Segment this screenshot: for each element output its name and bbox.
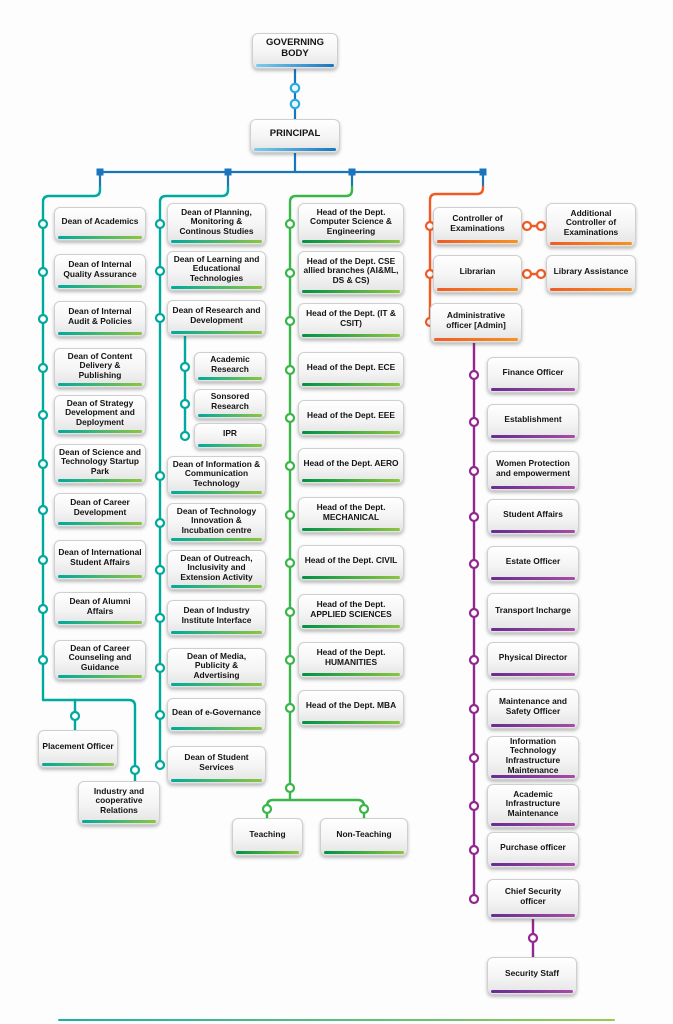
node-dean-planning: Dean of Planning, Monitoring & Continous… [167,203,266,245]
node-librarian: Librarian [433,255,522,293]
green-connectors [265,185,366,820]
node-chief-security: Chief Security officer [487,879,579,919]
node-student-affairs: Student Affairs [487,499,579,535]
node-dean-research: Dean of Research and Development [167,300,266,336]
node-sonsored-research: Sonsored Research [194,389,266,419]
blue-node-dots [289,82,301,110]
node-dean-intl-students: Dean of International Student Affairs [54,540,146,580]
teal-node-dots [37,218,191,776]
node-principal: PRINCIPAL [250,119,340,153]
node-hod-cse-allied: Head of the Dept. CSE allied branches (A… [298,251,404,295]
node-it-infra-maintenance: Information Technology Infrastructure Ma… [487,736,579,780]
node-transport-incharge: Transport Incharge [487,593,579,633]
node-purchase-officer: Purchase officer [487,832,579,868]
node-dean-tech-innovation: Dean of Technology Innovation & Incubati… [167,503,266,543]
node-dean-outreach: Dean of Outreach, Inclusivity and Extens… [167,550,266,590]
green-node-dots [261,218,370,815]
node-academic-infra-maintenance: Academic Infrastructure Maintenance [487,784,579,828]
node-dean-internal-audit: Dean of Internal Audit & Policies [54,301,146,337]
node-hod-applied-sciences: Head of the Dept. APPLIED SCIENCES [298,594,404,630]
node-dean-content-delivery: Dean of Content Delivery & Publishing [54,348,146,388]
node-security-staff: Security Staff [487,957,577,995]
blue-junction-squares [96,168,487,176]
purple-node-dots [468,369,539,944]
node-dean-student-services: Dean of Student Services [167,746,266,784]
node-hod-eee: Head of the Dept. EEE [298,400,404,436]
node-physical-director: Physical Director [487,642,579,678]
node-admin-officer: Administrative officer [Admin] [430,303,522,343]
node-estate-officer: Estate Officer [487,546,579,582]
node-dean-media: Dean of Media, Publicity & Advertising [167,648,266,688]
node-dean-egovernance: Dean of e-Governance [167,698,266,732]
node-dean-academics: Dean of Academics [54,207,146,241]
blue-connectors [98,66,485,189]
node-hod-mechanical: Head of the Dept. MECHANICAL [298,497,404,533]
node-non-teaching: Non-Teaching [320,818,408,856]
node-governing-body: GOVERNING BODY [252,33,338,69]
teal-connectors [41,185,230,783]
node-controller-exams: Controller of Examinations [433,207,522,245]
node-industry-relations: Industry and cooperative Relations [78,781,160,825]
node-hod-humanities: Head of the Dept. HUMANITIES [298,642,404,678]
node-placement-officer: Placement Officer [38,730,118,768]
node-addl-controller-exams: Additional Controller of Examinations [546,203,636,247]
node-academic-research: Academic Research [194,352,266,382]
node-hod-it-csit: Head of the Dept. (IT & CSIT) [298,303,404,339]
node-hod-ece: Head of the Dept. ECE [298,352,404,388]
node-dean-ict: Dean of Information & Communication Tech… [167,456,266,496]
node-dean-career-counseling: Dean of Career Counseling and Guidance [54,640,146,680]
node-hod-civil: Head of the Dept. CIVIL [298,545,404,581]
bottom-accent-line [58,1018,615,1021]
node-maintenance-safety: Maintenance and Safety Officer [487,689,579,729]
node-dean-learning: Dean of Learning and Educational Technol… [167,251,266,291]
node-ipr: IPR [194,423,266,449]
node-dean-industry-interface: Dean of Industry Institute Interface [167,600,266,636]
node-library-assistance: Library Assistance [546,255,636,293]
node-finance-officer: Finance Officer [487,357,579,393]
node-women-protection: Women Protection and empowerment [487,451,579,491]
node-dean-career-dev: Dean of Career Development [54,493,146,527]
node-dean-strategy: Dean of Strategy Development and Deploym… [54,395,146,435]
node-hod-cse: Head of the Dept. Computer Science & Eng… [298,203,404,245]
node-hod-aero: Head of the Dept. AERO [298,448,404,484]
node-establishment: Establishment [487,404,579,440]
node-dean-internal-quality: Dean of Internal Quality Assurance [54,254,146,290]
node-teaching: Teaching [232,818,303,856]
node-dean-alumni: Dean of Alumni Affairs [54,592,146,626]
node-dean-science-startup: Dean of Science and Technology Startup P… [54,444,146,484]
node-hod-mba: Head of the Dept. MBA [298,690,404,726]
